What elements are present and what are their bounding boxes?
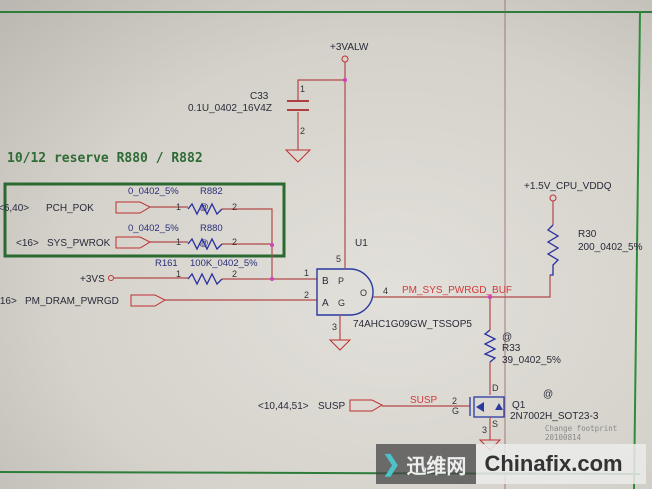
watermark-cn: 迅维网: [406, 455, 467, 478]
port-sys-pwrok[interactable]: [115, 236, 152, 249]
u1-part: 74AHC1G09GW_TSSOP5: [353, 319, 472, 330]
pin-number: 2: [232, 202, 237, 212]
pin-number: 2: [232, 237, 237, 247]
r882-resistor: [187, 202, 223, 216]
pin-number: 3: [332, 322, 337, 332]
r33-ref: R33: [502, 343, 521, 354]
junction: [343, 78, 347, 82]
pin-name: G: [338, 298, 345, 308]
vddq-terminal: [549, 194, 557, 202]
q1-note-date: 20100814: [545, 433, 582, 442]
output-wire: [373, 275, 551, 395]
pin-number: 3: [482, 425, 487, 435]
pin-number: 1: [176, 202, 181, 212]
r880-value: 0_0402_5%: [128, 223, 179, 234]
c33-value: 0.1U_0402_16V4Z: [188, 103, 272, 114]
pin-number: 1: [304, 268, 309, 278]
pin-number: 2: [232, 269, 237, 279]
watermark: ❯迅维网 Chinafix.com: [376, 444, 646, 484]
u1-ref: U1: [355, 238, 368, 249]
r882-ref: R882: [200, 186, 223, 197]
vddq-label: +1.5V_CPU_VDDQ: [524, 181, 612, 192]
pin-number: 1: [176, 237, 181, 247]
net-label-pm-sys-pwrgd-buf: PM_SYS_PWRGD_BUF: [402, 285, 512, 296]
sys-pwrok-label: SYS_PWROK: [47, 238, 111, 249]
ground-icon: [284, 149, 312, 163]
pin-number: 2: [304, 290, 309, 300]
r33-value: 39_0402_5%: [502, 355, 561, 366]
r161-ref: R161: [155, 258, 178, 269]
r882-value: 0_0402_5%: [128, 186, 179, 197]
pin-number: 4: [383, 286, 388, 296]
pm-dram-pwrgd-label: PM_DRAM_PWRGD: [25, 296, 119, 307]
pch-pok-label: PCH_POK: [46, 203, 94, 214]
signal-ref: <6,40>: [0, 203, 29, 214]
watermark-en: Chinafix.com: [484, 451, 623, 476]
ground-icon: [328, 339, 352, 351]
pin-name: S: [492, 419, 498, 429]
vcc-terminal: [341, 55, 349, 63]
vs-label: +3VS: [80, 274, 105, 285]
pin-number: 1: [300, 84, 305, 94]
junction: [487, 294, 493, 300]
q1-part: 2N7002H_SOT23-3: [510, 411, 599, 422]
r30-ref: R30: [578, 229, 597, 240]
signal-ref: <16>: [0, 296, 17, 307]
r880-resistor: [187, 237, 223, 251]
wire: [114, 277, 317, 280]
r30-value: 200_0402_5%: [578, 242, 643, 253]
u1-gate: [316, 268, 374, 316]
wire: [150, 241, 272, 245]
sheet-border-right: [633, 11, 641, 489]
wire: [150, 206, 273, 278]
pin-name: G: [452, 406, 459, 416]
port-pch-pok[interactable]: [115, 201, 152, 214]
reserve-note: 10/12 reserve R880 / R882: [7, 151, 203, 166]
junction: [270, 277, 274, 281]
q1-mosfet: [469, 396, 505, 418]
pin-number: 5: [336, 254, 341, 264]
pin-name: P: [338, 276, 344, 286]
signal-ref: <10,44,51>: [258, 401, 309, 412]
junction: [270, 243, 274, 247]
vcc-wire: [297, 62, 346, 268]
pin-number: 2: [452, 396, 457, 406]
port-susp[interactable]: [349, 399, 384, 412]
susp-label: SUSP: [318, 401, 346, 412]
pin-name: A: [322, 298, 329, 309]
pin-name: D: [492, 383, 499, 393]
r30-resistor: [546, 224, 560, 276]
q1-ref: Q1: [512, 400, 526, 411]
q1-mark: @: [543, 389, 553, 400]
r880-ref: R880: [200, 223, 223, 234]
vs-terminal: [108, 275, 114, 281]
signal-ref: <16>: [16, 238, 39, 249]
r161-value: 100K_0402_5%: [190, 258, 258, 269]
c33-ref: C33: [250, 91, 269, 102]
r33-resistor: [483, 329, 497, 363]
pin-name: O: [360, 288, 367, 298]
r161-resistor: [187, 272, 223, 286]
vcc-label: +3VALW: [330, 42, 369, 53]
reserve-box: [3, 182, 286, 258]
port-pm-dram-pwrgd[interactable]: [130, 294, 167, 307]
pin-number: 1: [176, 269, 181, 279]
pin-name: B: [322, 276, 329, 287]
pin-number: 2: [300, 126, 305, 136]
q1-note: Change footprint: [545, 424, 617, 433]
chevron-logo-icon: ❯: [382, 451, 401, 476]
net-label-susp: SUSP: [410, 395, 438, 406]
r33-mark: @: [502, 332, 512, 343]
